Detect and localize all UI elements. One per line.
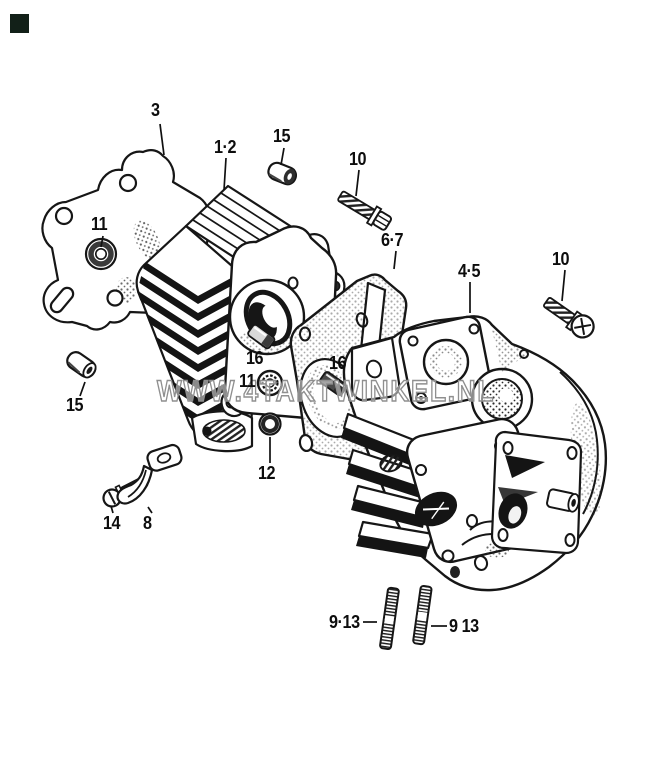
part-label-15-top: 15 <box>273 126 291 146</box>
dowel-pin-15-left <box>66 351 97 379</box>
bracket-8 <box>116 443 183 505</box>
dowel-pin-15-top <box>267 161 298 186</box>
watermark-text: WWW.4TAKTWINKEL.NL <box>157 375 495 408</box>
cylinder <box>135 184 346 453</box>
o-ring-12 <box>258 412 282 436</box>
part-label-10-top: 10 <box>349 149 367 169</box>
head-gasket <box>289 273 416 463</box>
side-boss <box>546 488 580 513</box>
part-label-9-13-left: 9·13 <box>329 612 360 632</box>
leader-lines <box>79 123 566 627</box>
ring-11-mid <box>256 369 284 397</box>
knock-pin-16-left <box>247 323 276 350</box>
part-label-1-2: 1·2 <box>214 137 237 157</box>
part-label-12: 12 <box>258 463 276 483</box>
part-label-4-5: 4·5 <box>458 261 481 281</box>
cylinder-head <box>341 315 608 592</box>
part-label-6-7: 6·7 <box>381 230 404 250</box>
part-label-8: 8 <box>143 513 152 533</box>
bolt-10-top <box>337 190 393 231</box>
part-label-16-right: 16 <box>329 353 347 373</box>
part-label-9-13-right: 9 13 <box>449 616 479 636</box>
part-label-3: 3 <box>151 100 160 120</box>
stud-9-13-left <box>379 586 400 651</box>
part-label-11-mid: 11 <box>239 371 256 391</box>
part-label-11-left: 11 <box>91 214 108 234</box>
stud-9-13-right <box>412 584 433 646</box>
part-label-15-left: 15 <box>66 395 84 415</box>
part-label-14: 14 <box>103 513 121 533</box>
bolt-10-right <box>543 296 595 339</box>
corner-marker <box>10 14 29 33</box>
knock-pin-16-right <box>319 371 348 397</box>
part-label-16-left: 16 <box>246 348 264 368</box>
part-label-10-right: 10 <box>552 249 570 269</box>
